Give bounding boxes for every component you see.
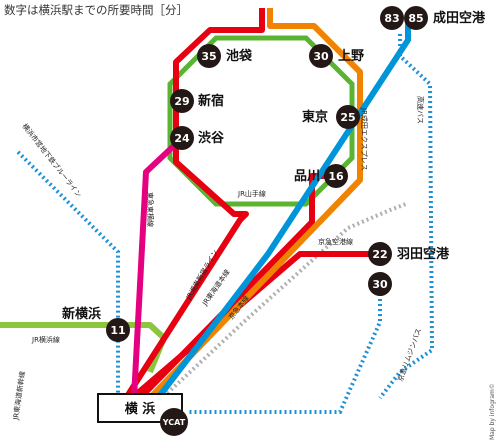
narita-name: 成田空港 [433,10,486,26]
ycat-badge [160,408,188,436]
subway-blue-line [16,150,120,398]
ikebukuro-minutes: 35 [201,50,216,63]
limousine-bus-route [188,284,382,414]
ikebukuro-badge [197,44,221,68]
page-title: 数字は横浜駅までの所要時間［分］ [4,3,188,17]
narita-minutes-a: 83 [384,12,399,25]
ikebukuro-name: 池袋 [226,48,253,64]
highway-bus-label: 高速バス [416,96,425,124]
shinagawa-red-link [137,173,336,401]
ycat-label: YCAT [162,418,186,427]
keikyu-airport-label: 京急空港線 [318,237,353,246]
shibuya-badge [170,126,194,150]
yokohama-label: 横 浜 [125,401,156,417]
haneda-badge-b [368,272,392,296]
shibuya-minutes: 24 [174,132,190,145]
red-ring-line [123,8,265,400]
tokyo-minutes: 25 [340,111,355,124]
shinyokohama-name: 新横浜 [62,306,101,322]
ueno-minutes: 30 [313,50,329,63]
haneda-name: 羽田空港 [397,246,450,262]
narita-express-label: JR成田エクスプレス [360,107,369,171]
haneda-badge-a [368,242,392,266]
tokyu-toyoko-line [131,137,183,399]
shinagawa-minutes: 16 [328,170,344,183]
shibuya-name: 渋谷 [198,130,225,146]
credit-label: Map by infogram© [489,383,496,440]
shinjuku-badge [170,89,194,113]
ueno-badge [309,44,333,68]
yokohama-line-label: JR横浜線 [31,335,60,344]
shinagawa-name: 品川 [294,169,320,184]
shinagawa-badge [324,164,348,188]
yamanote-label: JR山手線 [237,189,266,198]
ueno-name: 上野 [338,49,364,64]
haneda-minutes-b: 30 [372,278,388,291]
highway-bus-route [378,34,435,400]
shinjuku-minutes: 29 [174,95,189,108]
subway-blue-label: 横浜市営地下鉄ブルーライン [20,122,83,199]
tokaido-shinkansen-line [158,202,407,402]
tokyo-name: 東京 [302,109,328,125]
tokyu-toyoko-label: 東急東横線 [146,192,155,227]
haneda-minutes-a: 22 [372,248,387,261]
narita-express-line [155,22,411,400]
limousine-bus-label: 京急リムジンバス [395,327,423,383]
tokaido-line [147,8,363,401]
narita-badge-b [404,6,428,30]
shinyokohama-minutes: 11 [110,324,125,337]
shinjuku-name: 新宿 [198,93,224,109]
tokaido-shinkansen-label: JR東海道新幹線 [11,371,27,422]
narita-badge-a [380,6,404,30]
tokyo-badge [336,105,360,129]
narita-minutes-b: 85 [408,12,423,25]
shinyokohama-badge [106,318,130,342]
